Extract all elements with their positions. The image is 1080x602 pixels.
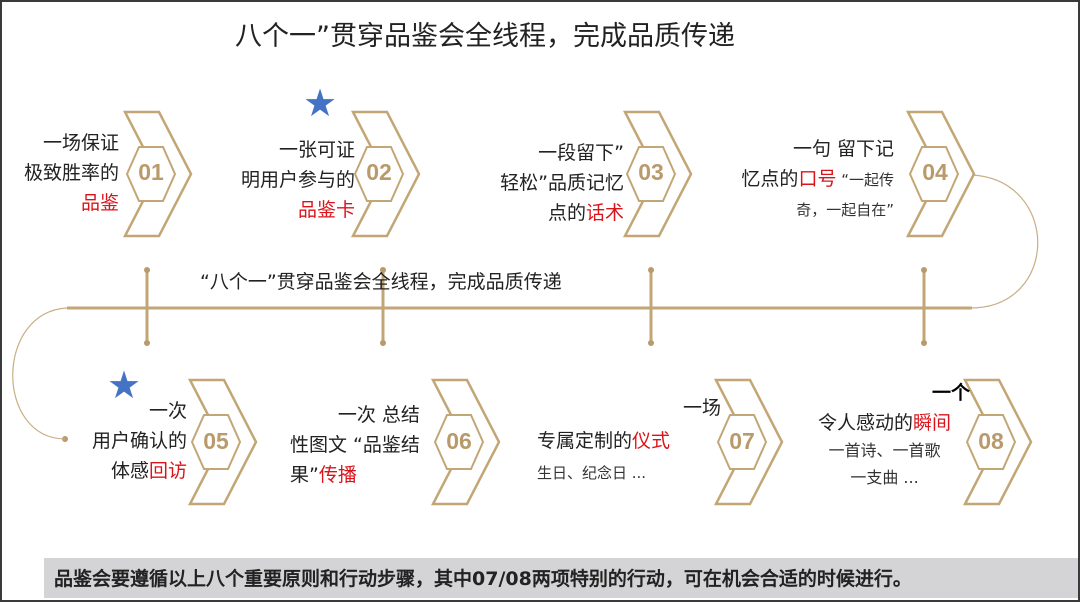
left-arc: [12, 307, 68, 440]
timeline-caption: “八个一”贯穿品鉴会全线程，完成品质传递: [200, 271, 562, 293]
chevron-07: [713, 378, 784, 506]
step-number-06: 06: [446, 428, 472, 454]
step-05-text: 一次用户确认的体感回访: [91, 400, 187, 482]
hexagon-badge: [125, 146, 177, 202]
hexagon-badge: [716, 414, 768, 470]
hexagon-badge: [908, 146, 960, 202]
footer-note: 品鉴会要遵循以上八个重要原则和行动步骤，其中07/08两项特别的行动，可在机会合…: [44, 558, 1078, 598]
step-02-text: 一张可证明用户参与的品鉴卡: [240, 139, 355, 221]
step-08-lead: 一个: [932, 382, 971, 404]
step-number-02: 02: [366, 159, 392, 185]
chevron-03: [622, 110, 693, 238]
hexagon-badge: [353, 146, 405, 202]
step-07-text: 专属定制的仪式 生日、纪念日 ...: [537, 430, 671, 482]
chevron-05: [187, 378, 258, 506]
chevron-04: [905, 110, 976, 238]
step-06-text: 一次 总结性图文 “品鉴结果”传播: [290, 404, 420, 486]
page-title: 八个一”贯穿品鉴会全线程，完成品质传递: [235, 21, 735, 52]
hexagon-badge: [433, 414, 485, 470]
step-04-text: 一句 留下记 忆点的口号 “一起传 奇，一起自在”: [741, 138, 894, 219]
chevron-01: [122, 110, 193, 238]
step-number-07: 07: [729, 428, 755, 454]
step-07-lead: 一场: [683, 397, 722, 419]
step-number-03: 03: [638, 159, 664, 185]
step-number-04: 04: [922, 159, 948, 185]
star-icon: ★: [107, 363, 142, 407]
star-icon: ★: [303, 81, 338, 125]
chevron-02: [350, 110, 421, 238]
step-number-08: 08: [978, 428, 1004, 454]
step-01-text: 一场保证极致胜率的品鉴: [23, 132, 119, 214]
step-number-01: 01: [138, 159, 164, 185]
hexagon-badge: [965, 414, 1017, 470]
right-arc: [969, 174, 1039, 309]
step-03-text: 一段留下”轻松”品质记忆点的话术: [500, 142, 624, 224]
step-number-05: 05: [203, 428, 229, 454]
step-08-text: 令人感动的瞬间 一首诗、一首歌 一支曲 ...: [818, 412, 952, 487]
hexagon-badge: [625, 146, 677, 202]
chevron-08: [962, 378, 1033, 506]
chevron-06: [430, 378, 501, 506]
hexagon-badge: [190, 414, 242, 470]
